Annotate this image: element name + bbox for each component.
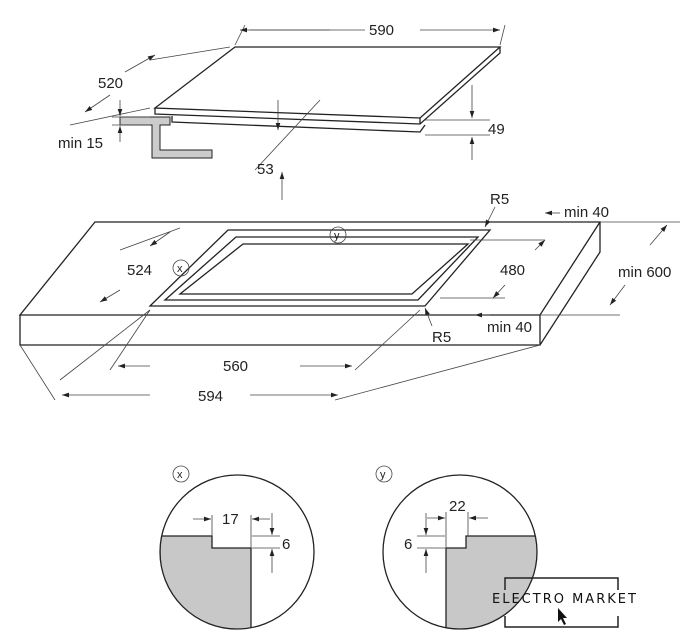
detail-y: y 22 6 <box>375 465 538 630</box>
dim-min-15: min 15 <box>58 135 103 152</box>
detail-x-height: 6 <box>282 536 290 553</box>
dim-width-590: 590 <box>369 22 394 39</box>
dim-depth-520: 520 <box>98 75 123 92</box>
dim-524: 524 <box>127 262 152 279</box>
detail-y-height: 6 <box>404 536 412 553</box>
dim-r5-front: R5 <box>432 329 451 346</box>
dim-r5-back: R5 <box>490 191 509 208</box>
detail-x: x 17 6 <box>159 465 315 630</box>
dim-min-40-front: min 40 <box>487 319 532 336</box>
detail-y-label: y <box>380 469 386 481</box>
dim-560: 560 <box>223 358 248 375</box>
dim-min-40-back: min 40 <box>564 204 609 221</box>
hob-drawing: 590 520 min 15 49 53 <box>58 22 506 200</box>
detail-y-width: 22 <box>449 498 466 515</box>
dim-height-49: 49 <box>488 121 505 138</box>
label-x: x <box>177 263 183 275</box>
countertop-drawing: x y R5 min 40 524 480 min 600 R5 min 40 … <box>18 191 680 405</box>
detail-x-marker <box>172 259 190 277</box>
detail-y-marker <box>329 226 347 244</box>
detail-x-label: x <box>177 469 183 481</box>
dim-480: 480 <box>500 262 525 279</box>
dim-53: 53 <box>257 161 274 178</box>
watermark-logo: ELECTRO MARKET <box>492 577 638 628</box>
cursor-icon <box>558 608 567 625</box>
detail-x-width: 17 <box>222 511 239 528</box>
dim-594: 594 <box>198 388 223 405</box>
watermark-title: ELECTRO MARKET <box>492 592 638 607</box>
label-y: y <box>334 230 340 242</box>
dim-min-600: min 600 <box>618 264 671 281</box>
